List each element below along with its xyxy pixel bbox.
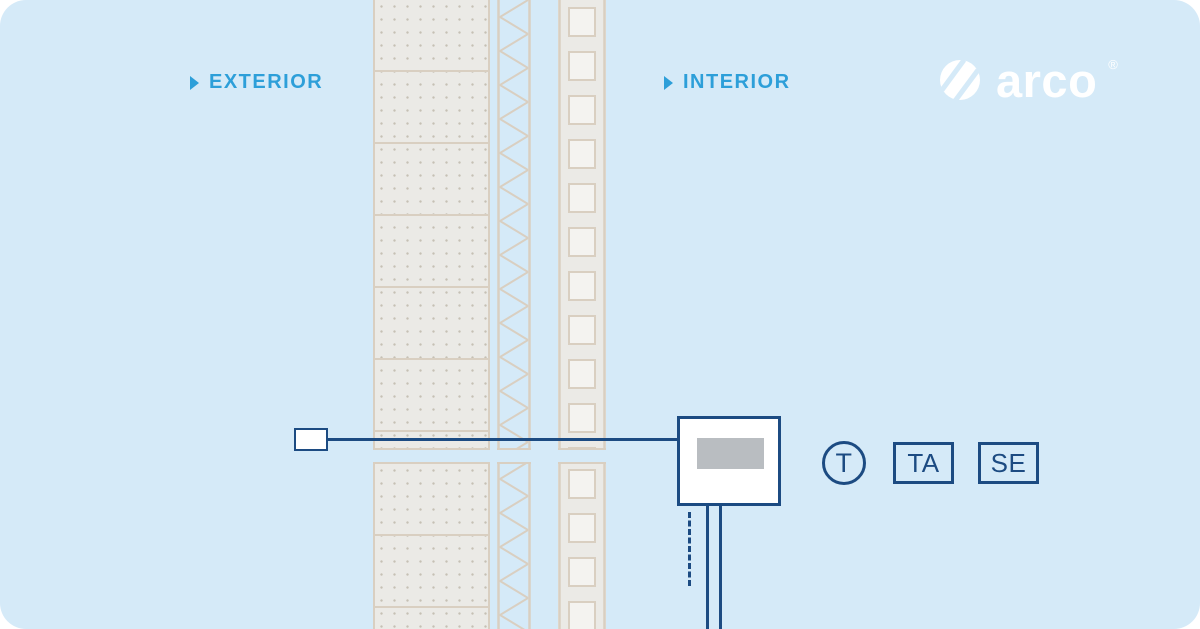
brand-name: arco [996,53,1098,107]
arco-logo-icon [939,58,981,103]
exterior-masonry-layer-top [373,0,490,450]
symbol-se: SE [978,442,1039,484]
controller-cable-dashed [688,512,691,586]
exterior-label-text: EXTERIOR [209,71,324,93]
controller-display [697,438,764,469]
brand-logo: arco ® [933,53,1118,107]
symbol-t: T [822,441,866,485]
symbol-t-label: T [835,447,853,478]
exterior-zone-label: EXTERIOR [190,71,323,94]
interior-zone-label: INTERIOR [664,71,791,94]
insulation-layer-top [497,0,531,450]
insulation-layer-bottom [497,462,531,629]
probe-wire [328,438,677,441]
controller-cable-1 [706,506,709,629]
inner-wall-layer-bottom [558,462,606,629]
symbol-ta-label: TA [907,447,940,478]
symbol-se-label: SE [990,447,1027,478]
registered-mark: ® [1108,56,1118,72]
arrow-right-icon [190,75,199,90]
exterior-masonry-layer-bottom [373,462,490,629]
symbol-ta: TA [893,442,954,484]
interior-label-text: INTERIOR [683,71,791,93]
inner-wall-layer-top [558,0,606,450]
controller-unit [677,416,781,506]
controller-cable-2 [719,506,722,629]
arrow-right-icon [664,75,673,90]
exterior-probe [294,428,328,451]
